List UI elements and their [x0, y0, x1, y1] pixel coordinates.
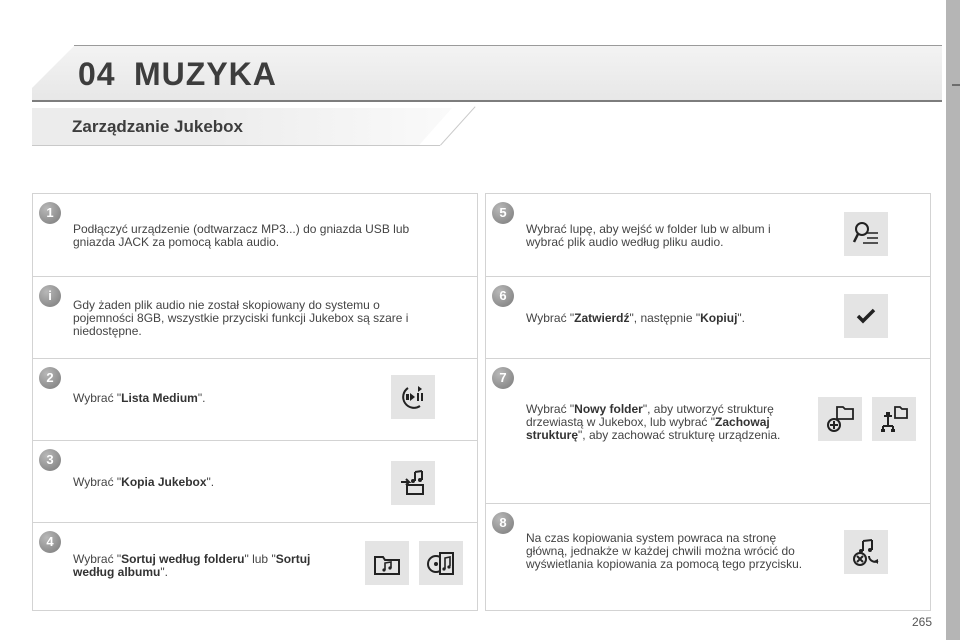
checkmark-icon: [844, 294, 888, 338]
step-badge: 4: [39, 531, 61, 553]
step-4: 4 Wybrać "Sortuj według folderu" lub "So…: [33, 523, 477, 610]
info-badge: i: [39, 285, 61, 307]
step-badge: 1: [39, 202, 61, 224]
header-bottom-rule: [32, 100, 942, 102]
step-badge: 8: [492, 512, 514, 534]
button-label-zatwierdz: Zatwierdź: [574, 311, 630, 325]
step-badge: 6: [492, 285, 514, 307]
step-8-text: Na czas kopiowania system powraca na str…: [526, 531, 803, 571]
media-list-icon: [391, 375, 435, 419]
step-badge: 7: [492, 367, 514, 389]
step-6-text: Wybrać "Zatwierdź", następnie "Kopiuj".: [526, 311, 746, 325]
steps-right-column: 5 Wybrać lupę, aby wejść w folder lub w …: [485, 193, 931, 611]
chapter-number: 04: [78, 56, 116, 92]
step-7-text: Wybrać "Nowy folder", aby utworzyć struk…: [526, 402, 781, 442]
sort-by-folder-icon: [365, 541, 409, 585]
button-label-kopiuj: Kopiuj: [700, 311, 738, 325]
steps-left-column: 1 Podłączyć urządzenie (odtwarzacz MP3..…: [32, 193, 478, 611]
step-7: 7 Wybrać "Nowy folder", aby utworzyć str…: [486, 359, 930, 504]
step-3-text: Wybrać "Kopia Jukebox".: [73, 475, 215, 489]
step-2: 2 Wybrać "Lista Medium".: [33, 359, 477, 441]
step-6: 6 Wybrać "Zatwierdź", następnie "Kopiuj"…: [486, 277, 930, 359]
magnifier-list-icon: [844, 212, 888, 256]
sort-by-album-icon: [419, 541, 463, 585]
chapter-header-band: [32, 46, 942, 101]
step-badge: 3: [39, 449, 61, 471]
info-note: i Gdy żaden plik audio nie został skopio…: [33, 277, 477, 359]
step-5: 5 Wybrać lupę, aby wejść w folder lub w …: [486, 194, 930, 277]
step-8: 8 Na czas kopiowania system powraca na s…: [486, 504, 930, 610]
menu-label-kopia-jukebox: Kopia Jukebox: [121, 475, 207, 489]
step-badge: 2: [39, 367, 61, 389]
step-badge: 5: [492, 202, 514, 224]
step-4-text: Wybrać "Sortuj według folderu" lub "Sort…: [73, 552, 311, 579]
section-underline: [32, 145, 440, 146]
copy-progress-icon: [844, 530, 888, 574]
header-top-rule: [74, 45, 942, 46]
step-5-text: Wybrać lupę, aby wejść w folder lub w al…: [526, 222, 771, 249]
page-edge-bar: [946, 0, 960, 640]
menu-label-nowy-folder: Nowy folder: [574, 402, 643, 416]
section-title: Zarządzanie Jukebox: [72, 117, 244, 136]
new-folder-icon: [818, 397, 862, 441]
menu-label-lista-medium: Lista Medium: [121, 391, 198, 405]
step-1-text: Podłączyć urządzenie (odtwarzacz MP3...)…: [73, 222, 410, 249]
copy-jukebox-icon: [391, 461, 435, 505]
page-number: 265: [912, 615, 933, 629]
step-2-text: Wybrać "Lista Medium".: [73, 391, 206, 405]
menu-label-sort-folder: Sortuj według folderu: [121, 552, 245, 566]
keep-structure-icon: [872, 397, 916, 441]
menu-label-zachowaj-strukture: Zachowaj strukturę: [526, 415, 770, 442]
menu-label-sort-album: Sortuj według albumu: [73, 552, 311, 579]
page-edge-marker: [952, 84, 960, 86]
chapter-title: MUZYKA: [134, 56, 277, 92]
step-3: 3 Wybrać "Kopia Jukebox".: [33, 441, 477, 523]
info-note-text: Gdy żaden plik audio nie został skopiowa…: [73, 298, 409, 338]
section-header-band: [32, 108, 452, 146]
step-1: 1 Podłączyć urządzenie (odtwarzacz MP3..…: [33, 194, 477, 277]
